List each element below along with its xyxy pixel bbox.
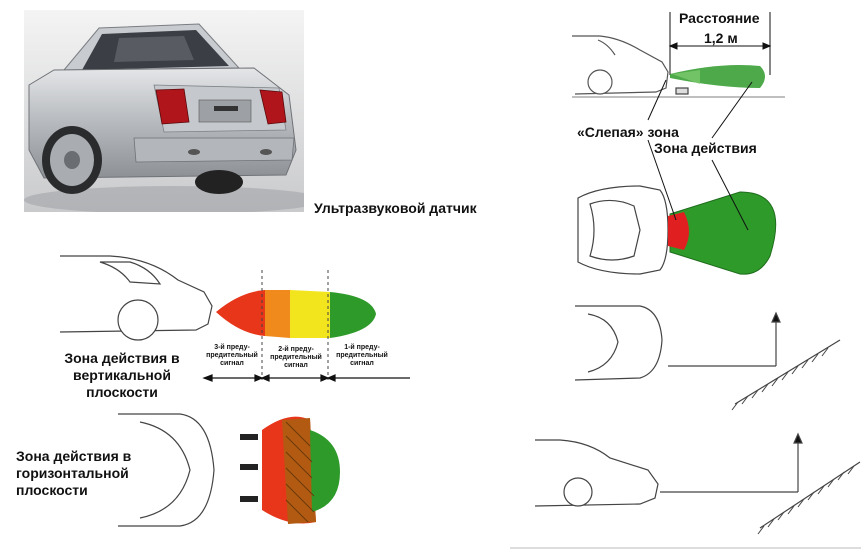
horizontal-label-line2: горизонтальной: [16, 465, 129, 481]
signal-2-line2: предительный: [270, 354, 322, 361]
vertical-guides: [261, 270, 329, 380]
distance-dimension: [668, 12, 772, 75]
car-side-top: [572, 35, 785, 98]
distance-value: 1,2 м: [704, 30, 738, 46]
car-side-vertical: [59, 255, 213, 341]
top-beam-green: [669, 191, 777, 275]
hatch-1: [731, 347, 829, 411]
horizontal-label-line1: Зона действия в: [16, 448, 132, 464]
blind-zone-label: «Слепая» зона: [577, 124, 679, 140]
vertical-plane-label: Зона действия в вертикальной плоскости: [57, 350, 187, 401]
signal-3-line2: предительный: [206, 352, 258, 359]
vertical-arrow: [202, 374, 410, 382]
horizontal-sensors: [240, 434, 258, 502]
car-top-view: [577, 185, 669, 275]
car-photo-illustration: [24, 10, 304, 212]
signal-2-line3: сигнал: [284, 362, 308, 369]
car-rear-axis: [574, 305, 841, 405]
horizontal-hatch: [285, 421, 315, 523]
car-side-axis: [534, 432, 861, 529]
vertical-label-line1: Зона действия в: [64, 350, 180, 366]
horizontal-zone: [262, 416, 340, 524]
signal-2-label: 2-й преду- предительный сигнал: [264, 346, 328, 370]
horizontal-label-line3: плоскости: [16, 482, 88, 498]
signal-1-line1: 1-й преду-: [344, 344, 380, 351]
top-beam-blind: [668, 212, 689, 250]
vertical-zone: [216, 290, 376, 338]
hatch-2: [757, 465, 855, 535]
action-zone-label: Зона действия: [654, 140, 757, 156]
vertical-label-line2: вертикальной: [73, 367, 171, 383]
car-photo: [24, 10, 304, 212]
blind-leader: [647, 79, 667, 121]
sensor-label: Ультразвуковой датчик: [314, 200, 477, 216]
signal-1-label: 1-й преду- предительный сигнал: [330, 344, 394, 368]
signal-1-line2: предительный: [336, 352, 388, 359]
signal-3-line1: 3-й преду-: [214, 344, 250, 351]
vertical-label-line3: плоскости: [86, 384, 158, 400]
action-leader: [711, 81, 753, 139]
signal-3-label: 3-й преду- предительный сигнал: [200, 344, 264, 368]
distance-title: Расстояние: [679, 10, 760, 26]
signal-2-line1: 2-й преду-: [278, 346, 314, 353]
side-beam: [670, 65, 765, 88]
car-top-horizontal: [118, 413, 215, 527]
signal-1-line3: сигнал: [350, 360, 374, 367]
horizontal-plane-label: Зона действия в горизонтальной плоскости: [16, 448, 146, 499]
signal-3-line3: сигнал: [220, 360, 244, 367]
